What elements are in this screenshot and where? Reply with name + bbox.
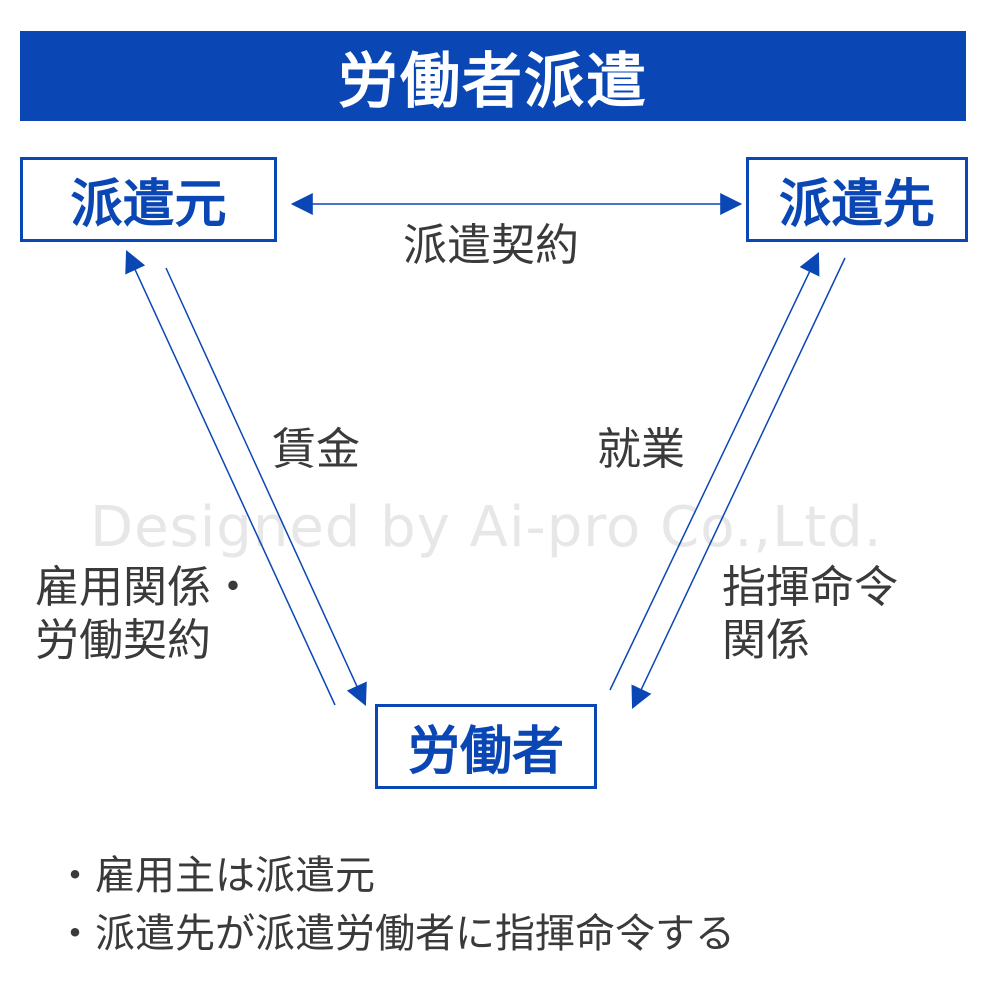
- node-worker: 労働者: [375, 704, 597, 789]
- work-arrow: [609, 252, 820, 691]
- note-item: ・雇用主は派遣元: [55, 853, 375, 899]
- label-work: 就業: [597, 424, 685, 475]
- note-item: ・派遣先が派遣労働者に指揮命令する: [55, 911, 735, 957]
- notes-list: ・雇用主は派遣元 ・派遣先が派遣労働者に指揮命令する: [55, 847, 735, 963]
- label-employment-line1: 雇用関係・: [35, 562, 255, 613]
- node-haken-moto: 派遣元: [20, 157, 277, 242]
- label-command-line1: 指揮命令: [722, 562, 898, 613]
- label-command-line2: 関係: [722, 614, 810, 666]
- page-title: 労働者派遣: [20, 31, 966, 121]
- employment-arrow: [165, 267, 367, 707]
- wage-arrow: [125, 250, 336, 706]
- command-arrow: [631, 257, 846, 709]
- label-employment: 雇用関係・ 労働契約: [35, 562, 255, 668]
- label-dispatch-contract: 派遣契約: [403, 220, 579, 271]
- watermark: Designed by Ai-pro Co.,Ltd.: [90, 495, 883, 560]
- label-command: 指揮命令 関係: [722, 562, 898, 668]
- label-wage: 賃金: [272, 424, 360, 475]
- label-employment-line2: 労働契約: [35, 614, 211, 666]
- node-haken-saki: 派遣先: [746, 157, 968, 242]
